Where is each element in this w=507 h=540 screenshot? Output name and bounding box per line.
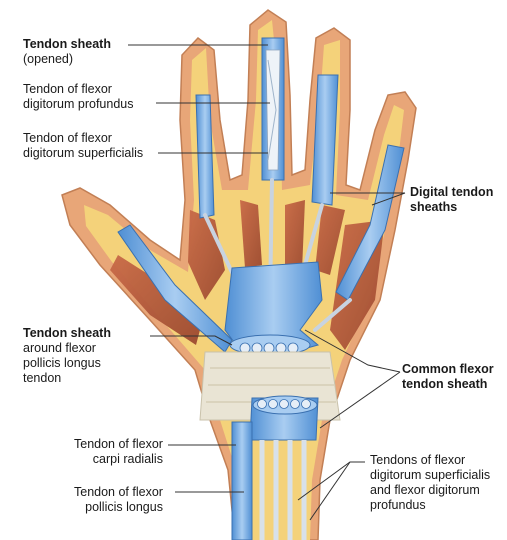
label-fcr: Tendon of flexor carpi radialis (74, 437, 163, 467)
label-common-sheath: Common flexor tendon sheath (402, 362, 494, 392)
label-digital-sheaths: Digital tendon sheaths (410, 185, 493, 215)
opened-sheath-tendons (265, 49, 281, 171)
label-fcr-line1: Tendon of flexor (74, 437, 163, 451)
label-fds-line1: Tendon of flexor (23, 131, 112, 145)
label-tendon-sheath-opened: Tendon sheath (opened) (23, 37, 111, 67)
label-fds-fdp-line4: profundus (370, 498, 426, 512)
label-digital-sheaths-line2: sheaths (410, 200, 458, 214)
leader-lines (128, 44, 406, 521)
index-finger-sheath (195, 94, 215, 219)
label-fpl-sheath-line3: pollicis longus (23, 356, 101, 370)
ring-finger-sheath (311, 74, 339, 206)
wrist-sheath (249, 395, 319, 441)
label-fds-fdp-line3: and flexor digitorum (370, 483, 480, 497)
label-fdp-line1: Tendon of flexor (23, 82, 112, 96)
label-tendon-sheath-opened-title: Tendon sheath (23, 37, 111, 51)
label-fpl: Tendon of flexor pollicis longus (74, 485, 163, 515)
common-flexor-sheath (224, 261, 323, 356)
label-fcr-line2: carpi radialis (92, 452, 163, 466)
label-fds-fdp: Tendons of flexor digitorum superficiali… (370, 453, 490, 513)
label-fpl-sheath-title: Tendon sheath (23, 326, 111, 340)
label-common-sheath-line1: Common flexor (402, 362, 494, 376)
label-fdp-line2: digitorum profundus (23, 97, 134, 111)
label-fpl-sheath-line2: around flexor (23, 341, 96, 355)
label-fpl-sheath: Tendon sheath around flexor pollicis lon… (23, 326, 111, 386)
label-fpl-sheath-line4: tendon (23, 371, 62, 385)
label-fds-fdp-line2: digitorum superficialis (370, 468, 491, 482)
label-fds-fdp-line1: Tendons of flexor (370, 453, 466, 467)
label-fpl-line2: pollicis longus (85, 500, 163, 514)
fcr-tendon (231, 421, 253, 540)
label-fdp: Tendon of flexor digitorum profundus (23, 82, 133, 112)
label-common-sheath-line2: tendon sheath (402, 377, 488, 391)
label-fds: Tendon of flexor digitorum superficialis (23, 131, 143, 161)
label-fds-line2: digitorum superficialis (23, 146, 144, 160)
label-fpl-line1: Tendon of flexor (74, 485, 163, 499)
label-digital-sheaths-line1: Digital tendon (410, 185, 494, 199)
label-tendon-sheath-opened-sub: (opened) (23, 52, 74, 66)
